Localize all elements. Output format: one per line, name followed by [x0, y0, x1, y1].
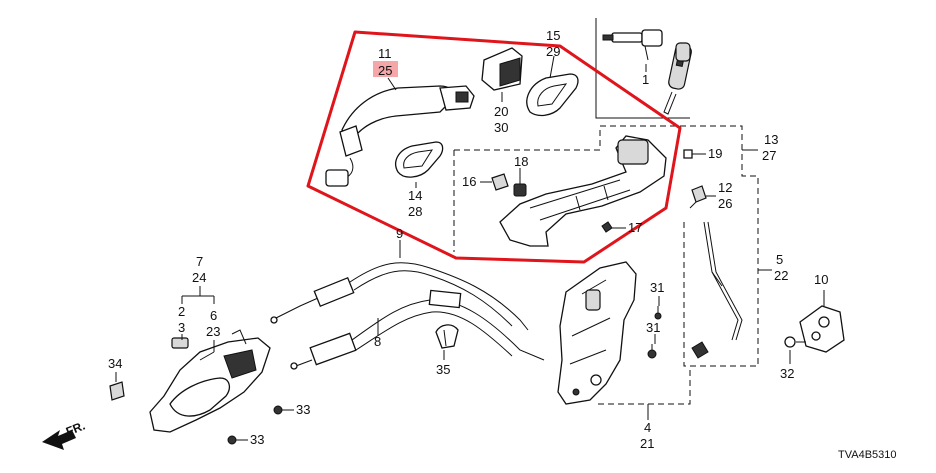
- clip-16[interactable]: [491, 173, 509, 191]
- cable-9[interactable]: [270, 262, 529, 331]
- callout-30[interactable]: 30: [494, 120, 508, 135]
- callout-28[interactable]: 28: [408, 204, 422, 219]
- lock-rod[interactable]: [703, 221, 743, 341]
- diagram-code: TVA4B5310: [838, 449, 897, 461]
- key-cylinder[interactable]: [602, 29, 663, 61]
- callout-25[interactable]: 25: [378, 63, 392, 78]
- outer-handle-base[interactable]: [499, 135, 667, 247]
- callout-32[interactable]: 32: [780, 366, 794, 381]
- key-cylinder-inset: [595, 18, 692, 119]
- callout-14[interactable]: 14: [408, 188, 422, 203]
- screw-33-lower[interactable]: [227, 435, 237, 445]
- door-latch-actuator[interactable]: [557, 261, 637, 405]
- callout-11[interactable]: 11: [378, 46, 392, 61]
- seal-18[interactable]: [513, 183, 527, 197]
- inset-frame: [595, 18, 690, 119]
- callout-26[interactable]: 26: [718, 196, 732, 211]
- callout-27[interactable]: 27: [762, 148, 776, 163]
- callout-10[interactable]: 10: [814, 272, 828, 287]
- callout-19[interactable]: 19: [708, 146, 722, 161]
- callout-22[interactable]: 22: [774, 268, 788, 283]
- callout-24[interactable]: 24: [192, 270, 206, 285]
- callout-9[interactable]: 9: [396, 226, 403, 241]
- front-arrow-icon: [42, 430, 76, 450]
- screw-31-upper[interactable]: [654, 306, 662, 320]
- callout-3[interactable]: 3: [178, 320, 185, 335]
- handle-base-cover[interactable]: [526, 73, 579, 117]
- callout-16[interactable]: 16: [462, 174, 476, 189]
- callout-2[interactable]: 2: [178, 304, 185, 319]
- callout-13[interactable]: 13: [764, 132, 778, 147]
- callout-18[interactable]: 18: [514, 154, 528, 169]
- callout-31-upper[interactable]: 31: [650, 280, 664, 295]
- door-striker[interactable]: [799, 305, 845, 353]
- latch-group-bracket: [598, 366, 691, 405]
- callout-labels: 11 25 15 29 20 30 14 28 18 16 17 19 13 2…: [108, 28, 828, 451]
- callout-20[interactable]: 20: [494, 104, 508, 119]
- cap-34[interactable]: [109, 381, 125, 401]
- callout-33-upper[interactable]: 33: [296, 402, 310, 417]
- front-direction-indicator: FR.: [42, 419, 87, 450]
- handle-protector[interactable]: [395, 141, 444, 178]
- group-box-outline: [454, 125, 759, 367]
- callout-4[interactable]: 4: [644, 420, 651, 435]
- highlight-box: [373, 61, 398, 77]
- cable-clip-35[interactable]: [435, 324, 459, 349]
- screw-31-lower[interactable]: [647, 344, 657, 359]
- screw-17[interactable]: [601, 221, 613, 233]
- callout-23[interactable]: 23: [206, 324, 220, 339]
- callout-21[interactable]: 21: [640, 436, 654, 451]
- callout-34[interactable]: 34: [108, 356, 122, 371]
- front-label: FR.: [64, 419, 87, 439]
- callout-7[interactable]: 7: [196, 254, 203, 269]
- callout-1[interactable]: 1: [642, 72, 649, 87]
- callout-15[interactable]: 15: [546, 28, 560, 43]
- callout-35[interactable]: 35: [436, 362, 450, 377]
- leader-lines: [115, 55, 825, 441]
- callout-31-lower[interactable]: 31: [646, 320, 660, 335]
- inner-door-handle[interactable]: [149, 329, 271, 433]
- rod-clip[interactable]: [691, 341, 709, 359]
- cable-8[interactable]: [290, 289, 545, 370]
- highlight-outline: [306, 30, 682, 264]
- striker-bolt-32[interactable]: [784, 336, 806, 348]
- callout-6[interactable]: 6: [210, 308, 217, 323]
- clip-12-26[interactable]: [689, 185, 707, 209]
- callout-5[interactable]: 5: [776, 252, 783, 267]
- callout-29[interactable]: 29: [546, 44, 560, 59]
- screw-33-upper[interactable]: [273, 405, 283, 415]
- callout-33-lower[interactable]: 33: [250, 432, 264, 447]
- callout-8[interactable]: 8: [374, 334, 381, 349]
- callout-17[interactable]: 17: [628, 220, 642, 235]
- clip-2-3[interactable]: [171, 337, 189, 349]
- callout-12[interactable]: 12: [718, 180, 732, 195]
- outer-door-handle[interactable]: [325, 85, 475, 187]
- key-fob[interactable]: [663, 42, 692, 115]
- handle-cap[interactable]: [481, 47, 523, 91]
